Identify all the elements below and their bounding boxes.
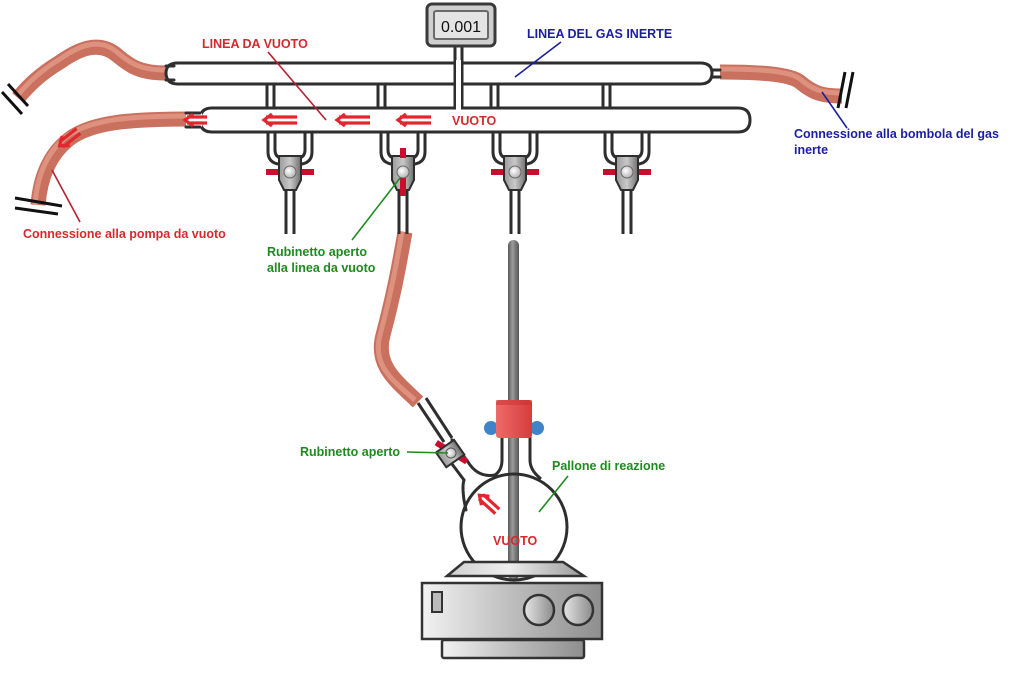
flask-stopcock[interactable] [431,432,470,474]
flow-arrow [334,112,370,128]
label-pump-connection: Connessione alla pompa da vuoto [23,227,226,241]
manifold-connectors [265,84,612,108]
stopcock-2[interactable] [379,130,427,234]
stirrer-hotplate [420,560,604,660]
stopcock-3[interactable] [491,130,539,234]
label-gas-cylinder-1: Connessione alla bombola del gas [794,127,999,141]
label-stopcock-vacuum-2: alla linea da vuoto [267,261,376,275]
stopcocks [266,130,651,234]
stopcock-plug [620,165,634,179]
power-switch[interactable] [431,591,443,613]
label-reaction-flask: Pallone di reazione [552,459,665,473]
stopcock-plug [283,165,297,179]
hose-gas-cylinder [719,64,843,104]
flow-arrow [182,112,207,128]
flask-clamp [484,400,544,438]
inert-gas-manifold [164,61,722,86]
pressure-gauge: 0.001 [425,2,497,48]
stopcock-plug [396,165,410,179]
label-stopcock-open: Rubinetto aperto [300,445,400,459]
stopcock-1[interactable] [266,130,314,234]
stopcock-plug [508,165,522,179]
knob-speed[interactable] [522,593,556,627]
knob-heat[interactable] [561,593,595,627]
break-mark-pump [14,196,63,216]
flow-arrow-pump-hose [57,127,82,149]
hose-vacuum-pump [30,111,191,206]
label-vacuum-line: LINEA DA VUOTO [202,37,308,51]
flask-sidearm-tube [416,397,454,443]
gauge-stem [453,46,464,108]
flow-arrow [395,112,431,128]
label-gas-cylinder-2: inerte [794,143,828,157]
label-vacuum-flask: VUOTO [493,534,537,548]
label-vacuum-manifold: VUOTO [452,114,496,128]
label-stopcock-vacuum-1: Rubinetto aperto [267,245,367,259]
break-mark-top-left [0,82,30,116]
hose-top-left [12,39,166,103]
leader-lines [51,41,848,513]
hose-to-flask [373,230,424,408]
flow-arrow [261,112,297,128]
label-inert-gas-line: LINEA DEL GAS INERTE [527,27,672,41]
flow-arrows-manifold [182,112,431,128]
flow-arrow-flask [477,493,501,515]
break-mark-gas [836,71,855,109]
stopcock-4[interactable] [603,130,651,234]
gauge-reading: 0.001 [441,19,481,36]
